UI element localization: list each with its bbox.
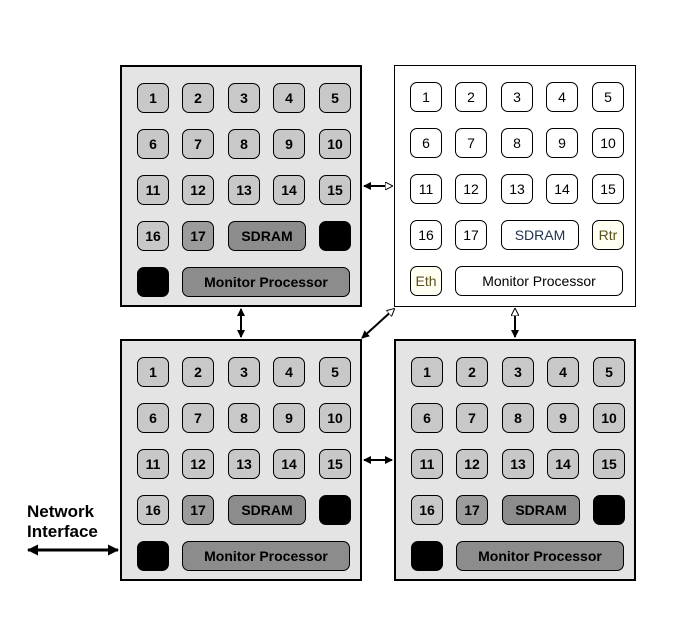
cell-13: 13 — [502, 449, 534, 479]
cell-16: 16 — [137, 495, 169, 525]
network-label-line2: Interface — [27, 522, 98, 541]
cell-15: 15 — [592, 174, 624, 204]
cell-15: 15 — [319, 175, 351, 205]
ethernet-block: Eth — [410, 266, 442, 296]
cell-6: 6 — [410, 128, 442, 158]
cell-9: 9 — [273, 129, 305, 159]
cell-14: 14 — [273, 175, 305, 205]
cell-8: 8 — [502, 403, 534, 433]
cell-11: 11 — [137, 175, 169, 205]
cell-3: 3 — [228, 357, 260, 387]
cell-10: 10 — [593, 403, 625, 433]
cell-16: 16 — [137, 221, 169, 251]
cell-4: 4 — [273, 83, 305, 113]
cell-16: 16 — [410, 220, 442, 250]
cell-17: 17 — [182, 221, 214, 251]
cell-2: 2 — [182, 357, 214, 387]
black-block — [411, 541, 443, 571]
cell-16: 16 — [411, 495, 443, 525]
cell-15: 15 — [593, 449, 625, 479]
cell-10: 10 — [319, 129, 351, 159]
cell-15: 15 — [319, 449, 351, 479]
sdram-block: SDRAM — [501, 220, 579, 250]
cell-11: 11 — [137, 449, 169, 479]
cell-5: 5 — [592, 82, 624, 112]
cell-4: 4 — [547, 357, 579, 387]
cell-1: 1 — [137, 357, 169, 387]
cell-1: 1 — [137, 83, 169, 113]
black-block — [319, 221, 351, 251]
arrow-tr-bl — [362, 309, 394, 339]
cell-6: 6 — [137, 403, 169, 433]
cell-4: 4 — [546, 82, 578, 112]
cell-5: 5 — [593, 357, 625, 387]
network-interface-label: Network Interface — [27, 502, 98, 542]
monitor-processor-block: Monitor Processor — [182, 267, 350, 297]
cell-12: 12 — [455, 174, 487, 204]
cell-8: 8 — [501, 128, 533, 158]
cell-4: 4 — [273, 357, 305, 387]
black-block — [137, 267, 169, 297]
cell-17: 17 — [182, 495, 214, 525]
cell-2: 2 — [182, 83, 214, 113]
cell-8: 8 — [228, 129, 260, 159]
monitor-processor-block: Monitor Processor — [182, 541, 350, 571]
cell-7: 7 — [182, 403, 214, 433]
router-block: Rtr — [592, 220, 624, 250]
sdram-block: SDRAM — [228, 495, 306, 525]
cell-7: 7 — [456, 403, 488, 433]
cell-12: 12 — [182, 449, 214, 479]
cell-6: 6 — [411, 403, 443, 433]
cell-9: 9 — [546, 128, 578, 158]
cell-14: 14 — [546, 174, 578, 204]
monitor-processor-block: Monitor Processor — [456, 541, 624, 571]
cell-17: 17 — [455, 220, 487, 250]
cell-9: 9 — [273, 403, 305, 433]
black-block — [593, 495, 625, 525]
cell-2: 2 — [456, 357, 488, 387]
cell-13: 13 — [228, 449, 260, 479]
cell-14: 14 — [547, 449, 579, 479]
network-label-line1: Network — [27, 502, 95, 521]
sdram-block: SDRAM — [502, 495, 580, 525]
cell-17: 17 — [456, 495, 488, 525]
cell-10: 10 — [319, 403, 351, 433]
cell-3: 3 — [501, 82, 533, 112]
black-block — [319, 495, 351, 525]
cell-10: 10 — [592, 128, 624, 158]
cell-5: 5 — [319, 357, 351, 387]
cell-11: 11 — [410, 174, 442, 204]
cell-12: 12 — [456, 449, 488, 479]
cell-3: 3 — [502, 357, 534, 387]
cell-7: 7 — [182, 129, 214, 159]
cell-1: 1 — [411, 357, 443, 387]
cell-12: 12 — [182, 175, 214, 205]
cell-3: 3 — [228, 83, 260, 113]
cell-9: 9 — [547, 403, 579, 433]
cell-5: 5 — [319, 83, 351, 113]
black-block — [137, 541, 169, 571]
cell-1: 1 — [410, 82, 442, 112]
cell-13: 13 — [501, 174, 533, 204]
cell-8: 8 — [228, 403, 260, 433]
cell-7: 7 — [455, 128, 487, 158]
cell-6: 6 — [137, 129, 169, 159]
sdram-block: SDRAM — [228, 221, 306, 251]
cell-13: 13 — [228, 175, 260, 205]
monitor-processor-block: Monitor Processor — [455, 266, 623, 296]
cell-14: 14 — [273, 449, 305, 479]
cell-2: 2 — [455, 82, 487, 112]
cell-11: 11 — [411, 449, 443, 479]
